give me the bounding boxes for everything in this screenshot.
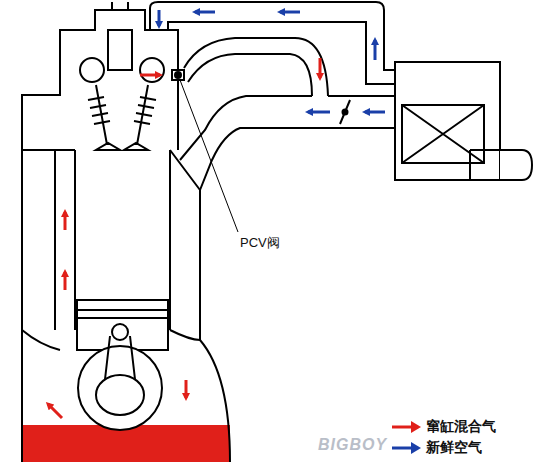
legend-arrow — [390, 441, 422, 455]
legend-arrow — [390, 420, 422, 434]
legend-text: 窜缸混合气 — [426, 418, 496, 436]
legend-text: 新鲜空气 — [426, 439, 482, 457]
part-label: PCV阀 — [240, 234, 280, 252]
watermark: BIGBOY — [318, 436, 387, 454]
